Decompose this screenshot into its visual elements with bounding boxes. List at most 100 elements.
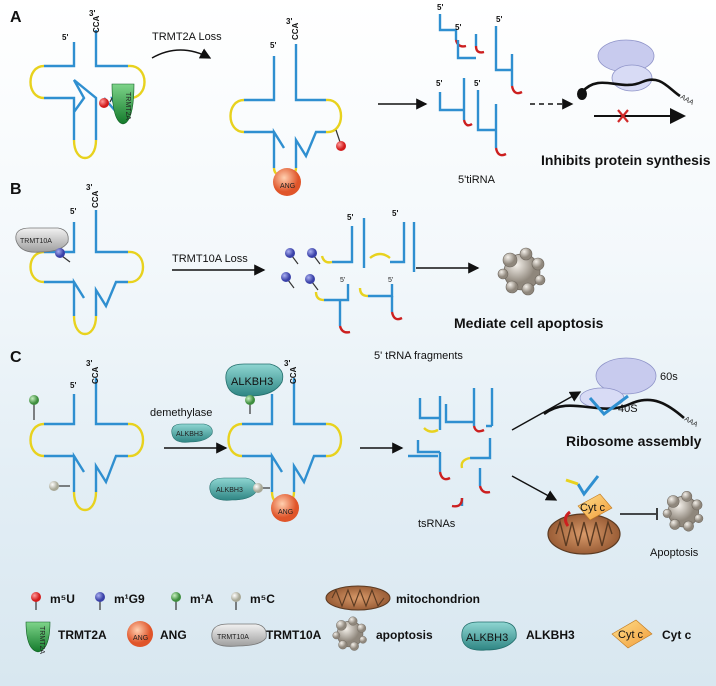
svg-text:mitochondrion: mitochondrion: [396, 592, 480, 606]
trmt10a-enzyme-b: TRMT10A: [15, 227, 69, 253]
alkbh3-small-c: ALKBH3: [171, 423, 213, 443]
svg-text:5': 5': [496, 15, 502, 24]
m1a-legend-icon: [171, 592, 181, 602]
m5u-released-a: [336, 141, 346, 151]
fragments-b: 5' 5' 5' 5': [314, 209, 416, 334]
fragments-a-label: 5'tiRNA: [458, 174, 496, 186]
svg-text:m¹G9: m¹G9: [114, 592, 145, 606]
trmt2a-enzyme-a: TRMT2A: [111, 83, 135, 125]
m5u-legend-icon: [31, 592, 41, 602]
ang-enzyme-c: ANG: [271, 494, 299, 522]
m5c-legend-icon: [231, 592, 241, 602]
svg-text:ALKBH3: ALKBH3: [216, 487, 243, 494]
panel-b-label: B: [10, 181, 22, 198]
m1a-mark-c: [29, 395, 39, 405]
apoptosis-legend-icon: [332, 616, 367, 651]
ribosome-outcome: Ribosome assembly: [566, 433, 702, 449]
svg-text:5': 5': [436, 79, 442, 88]
svg-text:TRMT2A: TRMT2A: [38, 626, 45, 654]
m5c-bound-c: [253, 483, 263, 493]
fragments-c-label: tsRNAs: [418, 518, 456, 530]
trna-c1: 5' 3' CCA: [29, 359, 145, 511]
m5u-mark-a: [99, 98, 109, 108]
ang-legend-icon: ANG: [127, 621, 153, 647]
cytc-legend-icon: Cyt c: [611, 619, 653, 649]
trna-b: 5' 3' CCA: [29, 183, 145, 335]
svg-text:AAA: AAA: [679, 94, 695, 107]
svg-text:3': 3': [284, 359, 290, 368]
fragments-c: [408, 388, 494, 508]
svg-text:m⁵U: m⁵U: [50, 592, 75, 606]
apoptosis-outcome: Apoptosis: [650, 547, 699, 559]
svg-text:AAA: AAA: [683, 416, 699, 429]
apoptotic-cell-c: [662, 490, 704, 532]
svg-text:5': 5': [455, 23, 461, 32]
svg-text:5': 5': [270, 41, 276, 50]
ang-enzyme-a: ANG: [273, 168, 301, 196]
released-m1g9: [281, 248, 321, 291]
svg-text:TRMT2A: TRMT2A: [58, 628, 107, 642]
svg-text:3': 3': [86, 359, 92, 368]
alkbh3-legend-icon: ALKBH3: [461, 621, 517, 651]
svg-text:5': 5': [347, 213, 353, 222]
ribosome-blocked: AAA: [577, 39, 695, 124]
svg-text:ANG: ANG: [278, 509, 293, 516]
m1g9-legend-icon: [95, 592, 105, 602]
demethylase-label: demethylase: [150, 407, 212, 419]
svg-text:5': 5': [474, 79, 480, 88]
svg-text:apoptosis: apoptosis: [376, 628, 433, 642]
svg-text:60s: 60s: [660, 371, 678, 383]
legend: m⁵U m¹G9 m¹A m⁵C mitochondrion TRMT2A TR…: [25, 585, 692, 654]
alkbh3-large-c: ALKBH3: [225, 363, 284, 397]
svg-text:3': 3': [86, 183, 92, 192]
ribosome-assembly: AAA 60s 40S: [543, 357, 699, 429]
svg-text:TRMT10A: TRMT10A: [20, 238, 52, 245]
svg-text:CCA: CCA: [91, 190, 100, 208]
svg-text:ALKBH3: ALKBH3: [526, 628, 575, 642]
svg-text:5': 5': [70, 381, 76, 390]
svg-text:5': 5': [388, 277, 393, 284]
panel-a-label: A: [10, 9, 22, 26]
svg-text:TRMT10A: TRMT10A: [217, 634, 249, 641]
svg-text:ANG: ANG: [280, 183, 295, 190]
svg-text:5': 5': [437, 3, 443, 12]
trmt2a-legend-icon: TRMT2A: [25, 621, 51, 654]
svg-text:Cyt c: Cyt c: [580, 502, 606, 514]
svg-text:5': 5': [70, 207, 76, 216]
outcome-b: Mediate cell apoptosis: [454, 315, 604, 331]
m1g9-mark-b: [55, 248, 65, 258]
fragments-b-label: 5' tRNA fragments: [374, 350, 463, 362]
svg-text:Cyt c: Cyt c: [662, 628, 692, 642]
outcome-a: Inhibits protein synthesis: [541, 152, 711, 168]
m5c-mark-c: [49, 481, 59, 491]
mitochondrion-c: [547, 513, 621, 555]
svg-text:CCA: CCA: [289, 366, 298, 384]
svg-text:CCA: CCA: [92, 15, 101, 33]
svg-text:ANG: ANG: [133, 635, 148, 642]
svg-text:Cyt c: Cyt c: [618, 629, 644, 641]
svg-text:ANG: ANG: [160, 628, 187, 642]
fragments-a: 5' 5' 5' 5' 5': [436, 3, 523, 157]
mitochondrion-legend-icon: [325, 585, 391, 611]
trna-a1: 5' 3' CCA: [29, 9, 146, 159]
trmt2a-loss-label: TRMT2A Loss: [152, 31, 222, 43]
svg-text:CCA: CCA: [91, 366, 100, 384]
svg-text:TRMT10A: TRMT10A: [266, 628, 322, 642]
svg-text:40S: 40S: [618, 403, 638, 415]
svg-text:m¹A: m¹A: [190, 592, 214, 606]
m1a-bound-c: [245, 395, 255, 405]
svg-text:CCA: CCA: [291, 22, 300, 40]
alkbh3-lower-c: ALKBH3: [209, 477, 257, 501]
svg-text:5': 5': [340, 277, 345, 284]
svg-text:5': 5': [392, 209, 398, 218]
svg-text:TRMT2A: TRMT2A: [124, 92, 131, 120]
svg-text:3': 3': [286, 17, 292, 26]
svg-text:ALKBH3: ALKBH3: [231, 376, 273, 388]
trna-a2: 5' 3' CCA: [229, 17, 343, 179]
svg-text:ALKBH3: ALKBH3: [176, 431, 203, 438]
panel-c-label: C: [10, 349, 22, 366]
trmt10a-legend-icon: TRMT10A: [211, 623, 267, 647]
svg-text:m⁵C: m⁵C: [250, 592, 275, 606]
apoptotic-cell-b: [497, 247, 546, 296]
cytc-c: Cyt c: [577, 493, 613, 521]
